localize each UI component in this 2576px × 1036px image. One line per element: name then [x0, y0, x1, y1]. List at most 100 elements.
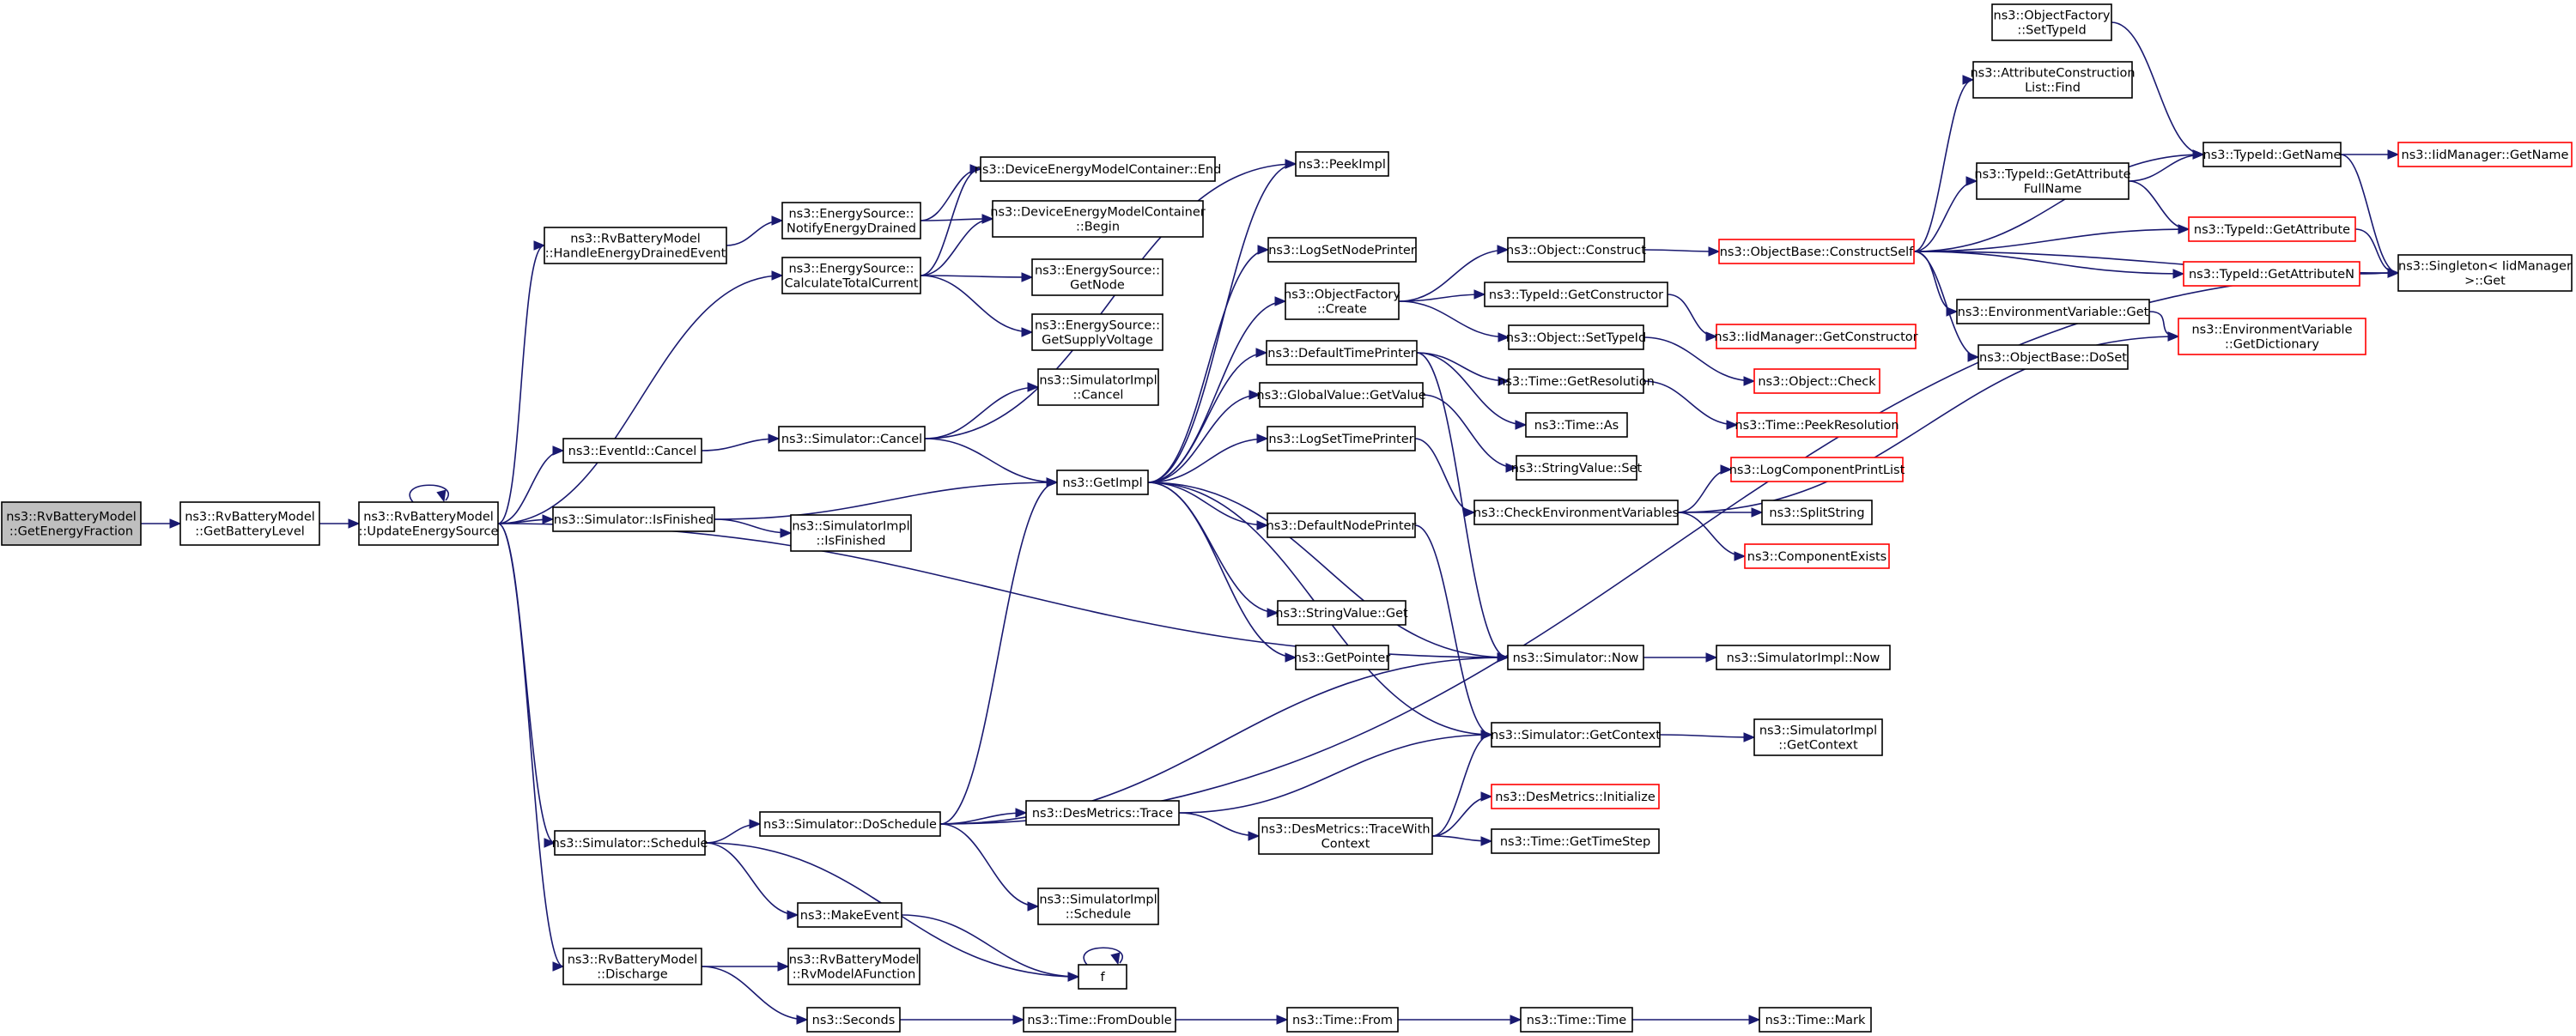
graph-node-n22[interactable]: ns3::ObjectFactory::Create — [1284, 282, 1400, 320]
graph-node-n67[interactable]: ns3::ObjectBase::DoSet — [1978, 344, 2129, 370]
edge-arrowhead — [1256, 520, 1269, 530]
graph-node-n55[interactable]: ns3::Object::Check — [1753, 368, 1880, 394]
graph-node-n33[interactable]: ns3::Time::As — [1525, 412, 1628, 438]
node-box — [552, 506, 715, 532]
graph-node-n44[interactable]: ns3::SimulatorImpl::Schedule — [1037, 888, 1159, 925]
edge-arrowhead — [1463, 507, 1476, 518]
call-edge-n51-n52 — [1632, 1015, 1761, 1025]
graph-node-n49[interactable]: ns3::Time::FromDouble — [1023, 1007, 1176, 1033]
graph-node-n50[interactable]: ns3::Time::From — [1286, 1007, 1399, 1033]
graph-node-n60[interactable]: ns3::ObjectFactory::SetTypeId — [1991, 3, 2112, 41]
graph-node-n54[interactable]: ns3::IidManager::GetConstructor — [1714, 324, 1918, 349]
graph-node-n24[interactable]: ns3::GlobalValue::GetValue — [1256, 382, 1426, 408]
graph-node-n68[interactable]: ns3::EnvironmentVariable::GetDictionary — [2178, 318, 2366, 355]
graph-node-n65[interactable]: ns3::TypeId::GetAttributeN — [2183, 261, 2360, 287]
graph-node-n40[interactable]: ns3::MakeEvent — [797, 902, 902, 928]
graph-node-n16[interactable]: ns3::Simulator::Cancel — [778, 426, 926, 451]
graph-node-n3[interactable]: ns3::RvBatteryModel::UpdateEnergySource — [358, 501, 499, 546]
graph-node-n27[interactable]: ns3::StringValue::Get — [1275, 600, 1408, 626]
graph-node-n8[interactable]: ns3::Simulator::Now — [1507, 645, 1644, 670]
graph-node-n28[interactable]: ns3::GetPointer — [1294, 645, 1391, 670]
graph-node-n9[interactable]: ns3::Simulator::Schedule — [552, 830, 708, 856]
graph-node-n11[interactable]: ns3::EnergySource::NotifyEnergyDrained — [781, 202, 921, 239]
node-label: ns3::EnvironmentVariable::Get — [1958, 306, 2149, 319]
graph-node-n2[interactable]: ns3::RvBatteryModel::GetBatteryLevel — [179, 501, 320, 546]
graph-node-n12[interactable]: ns3::DeviceEnergyModelContainer::End — [975, 156, 1222, 182]
graph-node-n45[interactable]: ns3::DesMetrics::Initialize — [1491, 784, 1660, 809]
graph-node-n19[interactable]: ns3::SimulatorImpl::IsFinished — [790, 514, 912, 552]
graph-node-n20[interactable]: ns3::PeekImpl — [1295, 151, 1389, 177]
graph-node-n32[interactable]: ns3::Time::GetResolution — [1498, 368, 1655, 394]
node-box — [1295, 151, 1389, 177]
graph-node-n57[interactable]: ns3::LogComponentPrintList — [1729, 457, 1905, 482]
graph-node-n5[interactable]: ns3::EnergySource::CalculateTotalCurrent — [781, 257, 921, 294]
graph-node-n26[interactable]: ns3::DefaultNodePrinter — [1267, 512, 1417, 538]
graph-node-n6[interactable]: ns3::EventId::Cancel — [562, 438, 702, 463]
graph-node-n36[interactable]: ns3::Simulator::GetContext — [1491, 722, 1661, 748]
graph-node-n38[interactable]: ns3::SimulatorImpl::GetContext — [1753, 718, 1883, 756]
graph-node-n10[interactable]: ns3::RvBatteryModel::Discharge — [562, 948, 702, 985]
graph-node-n47[interactable]: ns3::RvBatteryModel::RvModelAFunction — [787, 948, 920, 985]
edge-path — [2340, 154, 2399, 274]
call-edge-n42-n36 — [1178, 730, 1493, 814]
graph-node-n31[interactable]: ns3::Object::SetTypeId — [1506, 324, 1646, 350]
call-edge-n40-n41 — [901, 914, 1080, 982]
edge-arrowhead — [1498, 332, 1510, 342]
edge-arrowhead — [1708, 246, 1721, 257]
graph-node-n37[interactable]: ns3::SimulatorImpl::Now — [1716, 645, 1891, 670]
node-box — [806, 1007, 901, 1033]
graph-node-n41[interactable]: f — [1078, 964, 1127, 990]
graph-node-n46[interactable]: ns3::Time::GetTimeStep — [1491, 828, 1660, 854]
graph-node-n48[interactable]: ns3::Seconds — [806, 1007, 901, 1033]
graph-node-n35[interactable]: ns3::CheckEnvironmentVariables — [1473, 500, 1679, 525]
graph-node-n69[interactable]: ns3::IidManager::GetName — [2397, 142, 2573, 167]
graph-node-n14[interactable]: ns3::EnergySource::GetNode — [1031, 258, 1163, 296]
graph-node-n42[interactable]: ns3::DesMetrics::Trace — [1025, 800, 1180, 826]
graph-node-n56[interactable]: ns3::Time::PeekResolution — [1735, 412, 1899, 438]
graph-node-n51[interactable]: ns3::Time::Time — [1520, 1007, 1633, 1033]
call-edge-n49-n50 — [1176, 1015, 1289, 1025]
graph-node-n63[interactable]: ns3::TypeId::GetName — [2202, 142, 2342, 167]
edge-path — [1398, 300, 1510, 338]
graph-node-n18[interactable]: ns3::GetImpl — [1056, 470, 1149, 495]
node-label: ns3::Simulator::Schedule — [552, 837, 708, 851]
node-label: ns3::Time::Time — [1527, 1014, 1627, 1027]
edge-arrowhead — [552, 445, 565, 456]
node-box — [1259, 382, 1424, 408]
graph-node-n15[interactable]: ns3::EnergySource::GetSupplyVoltage — [1031, 313, 1163, 351]
graph-node-n1[interactable]: ns3::RvBatteryModel::GetEnergyFraction — [1, 501, 142, 546]
graph-node-n39[interactable]: ns3::Simulator::DoSchedule — [759, 811, 941, 837]
graph-node-n29[interactable]: ns3::Object::Construct — [1506, 237, 1646, 263]
graph-node-n7[interactable]: ns3::Simulator::IsFinished — [552, 506, 715, 532]
graph-node-n34[interactable]: ns3::StringValue::Set — [1511, 455, 1643, 481]
graph-node-n58[interactable]: ns3::SplitString — [1761, 500, 1873, 525]
edge-path — [1147, 482, 1297, 658]
graph-node-n23[interactable]: ns3::DefaultTimePrinter — [1266, 340, 1418, 366]
graph-node-n59[interactable]: ns3::ComponentExists — [1744, 543, 1890, 569]
node-box — [1761, 500, 1873, 525]
graph-node-n30[interactable]: ns3::TypeId::GetConstructor — [1484, 282, 1668, 307]
graph-node-n66[interactable]: ns3::EnvironmentVariable::Get — [1956, 299, 2150, 324]
graph-node-n13[interactable]: ns3::DeviceEnergyModelContainer::Begin — [990, 200, 1206, 238]
node-label: ns3::AttributeConstruction — [1970, 67, 2135, 81]
edge-path — [920, 275, 1033, 278]
node-label: ns3::EnergySource:: — [1035, 264, 1160, 278]
edge-path — [939, 482, 1058, 825]
graph-node-n4[interactable]: ns3::RvBatteryModel::HandleEnergyDrained… — [544, 227, 727, 264]
graph-node-n70[interactable]: ns3::Singleton< IidManager >::Get — [2397, 254, 2573, 292]
graph-node-n64[interactable]: ns3::TypeId::GetAttribute — [2188, 216, 2356, 242]
edge-path — [1677, 469, 1732, 513]
call-edge-n50-n51 — [1398, 1015, 1522, 1025]
node-label: ns3::StringValue::Get — [1275, 607, 1408, 621]
node-label: ns3::Time::FromDouble — [1027, 1014, 1171, 1027]
graph-node-n52[interactable]: ns3::Time::Mark — [1759, 1007, 1872, 1033]
node-label: ns3::EnvironmentVariable — [2191, 324, 2352, 337]
graph-node-n53[interactable]: ns3::ObjectBase::ConstructSelf — [1718, 239, 1915, 264]
edge-path — [1147, 482, 1268, 526]
graph-node-n17[interactable]: ns3::SimulatorImpl::Cancel — [1037, 368, 1159, 406]
graph-node-n21[interactable]: ns3::LogSetNodePrinter — [1267, 237, 1417, 263]
graph-node-n25[interactable]: ns3::LogSetTimePrinter — [1267, 426, 1416, 451]
